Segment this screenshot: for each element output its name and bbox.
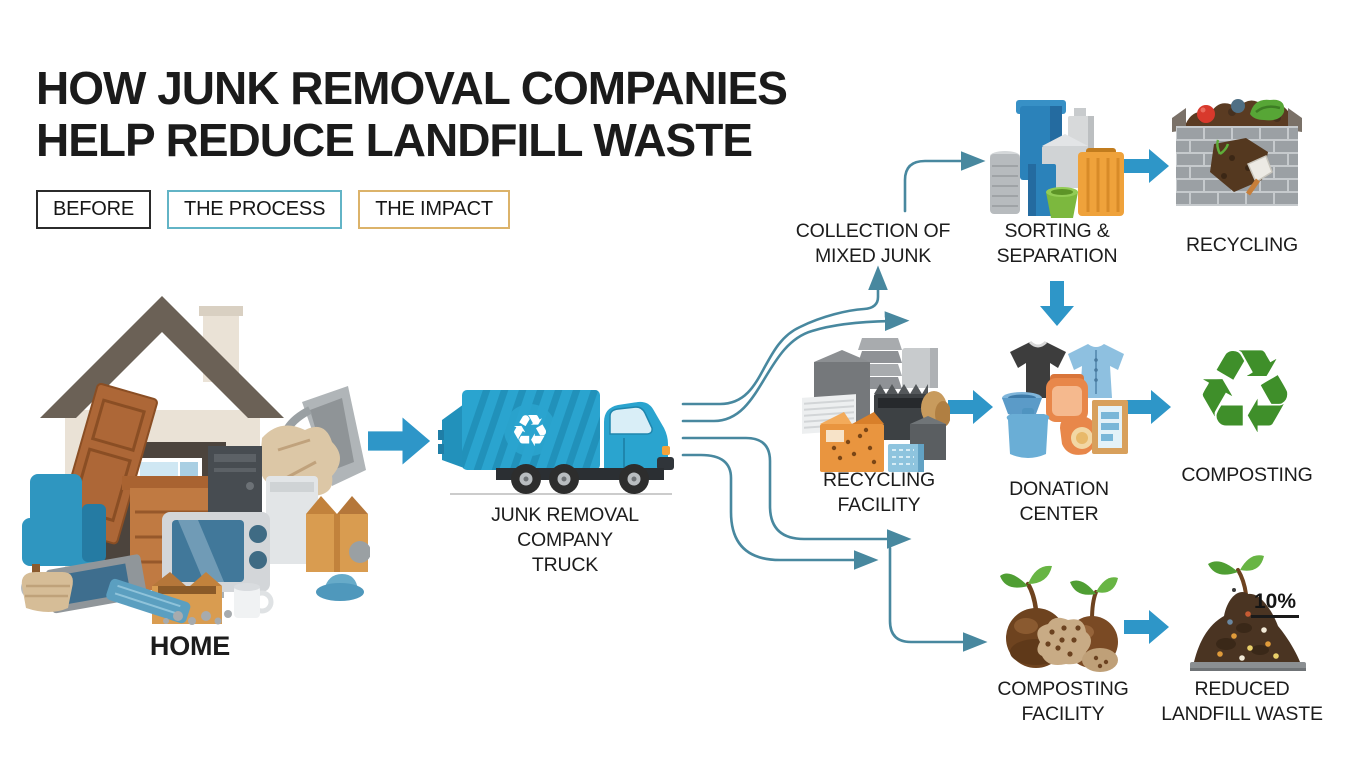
tshirt-icon [1010, 342, 1066, 398]
label-donation-center: DONATION CENTER [1009, 478, 1109, 525]
blue-hat-icon [316, 574, 364, 601]
tab-the-process: THE PROCESS [167, 190, 343, 229]
truck-hopper [442, 404, 464, 468]
gray-machine-icon [277, 386, 366, 486]
truck-signal-light [662, 446, 670, 455]
trowel-icon [1247, 154, 1273, 184]
label-recycling-facility: RECYCLING FACILITY [823, 469, 935, 516]
reduction-percentage-badge: 10% [1251, 590, 1299, 618]
connector-truck-to-lower-1 [681, 436, 912, 549]
label-recycling: RECYCLING [1186, 234, 1298, 256]
connector-truck-to-collection [681, 265, 888, 406]
armchair-icon [22, 474, 106, 578]
mug-icon [234, 583, 274, 618]
truck-wheels [511, 464, 649, 494]
truck-bumper [657, 457, 674, 470]
connector-truck-to-middle [681, 311, 910, 423]
brick-compost-bin-icon [1172, 99, 1302, 206]
crt-tv-icon [162, 512, 270, 598]
connector-truck-to-lower-2 [681, 453, 879, 570]
recycle-symbol-icon: ♻ [1193, 325, 1297, 460]
truck-window [609, 406, 653, 435]
tab-before: BEFORE [36, 190, 152, 229]
page-title-line1: HOW JUNK REMOVAL COMPANIES [36, 62, 788, 114]
gray-ball-icon [349, 541, 370, 563]
page-title-line2: HELP REDUCE LANDFILL WASTE [36, 114, 753, 167]
label-reduced-landfill-waste: REDUCED LANDFILL WASTE [1161, 678, 1323, 725]
arrow-donation-to-composting [1126, 390, 1171, 424]
legend-tabs: BEFORE THE PROCESS THE IMPACT [36, 190, 510, 229]
compost-seeds-icon [1000, 565, 1118, 672]
label-sorting-separation: SORTING & SEPARATION [996, 220, 1118, 267]
sorted-bins-icon [990, 100, 1124, 218]
tab-the-impact: THE IMPACT [358, 190, 510, 229]
donated-goods-icon [1002, 340, 1128, 458]
arrow-home-to-truck [368, 417, 431, 465]
arrow-sorting-to-donation [1040, 281, 1074, 326]
bag-icon [1006, 414, 1050, 458]
label-composting-facility: COMPOSTING FACILITY [997, 678, 1129, 725]
basket-icon [21, 572, 73, 612]
label-home: HOME [149, 631, 231, 661]
landfill-mound-icon [1190, 555, 1306, 671]
label-collection-of-mixed-junk: COLLECTION OF MIXED JUNK [795, 220, 951, 267]
tomato-icon [1197, 105, 1215, 123]
blue-board-icon [106, 578, 191, 624]
connector-down-to-composting-facility [888, 546, 988, 652]
scrap-pile-icon [802, 338, 950, 472]
arrow-composting-facility-to-reduced [1124, 610, 1169, 644]
junk-pile-icon [21, 296, 370, 625]
lettuce-icon [1250, 99, 1285, 121]
junk-truck-icon: ♻ [438, 390, 674, 495]
appliance-icon [266, 476, 318, 564]
label-junk-removal-truck: JUNK REMOVAL COMPANY TRUCK [491, 504, 639, 576]
page-title: HOW JUNK REMOVAL COMPANIES HELP REDUCE L… [36, 62, 936, 167]
label-composting: COMPOSTING [1181, 464, 1313, 486]
connector-collection-to-sorting [903, 151, 986, 213]
truck-recycle-icon: ♻ [510, 406, 549, 457]
arrow-recycling-facility-to-donation [948, 390, 993, 424]
debris-icon [163, 610, 232, 625]
